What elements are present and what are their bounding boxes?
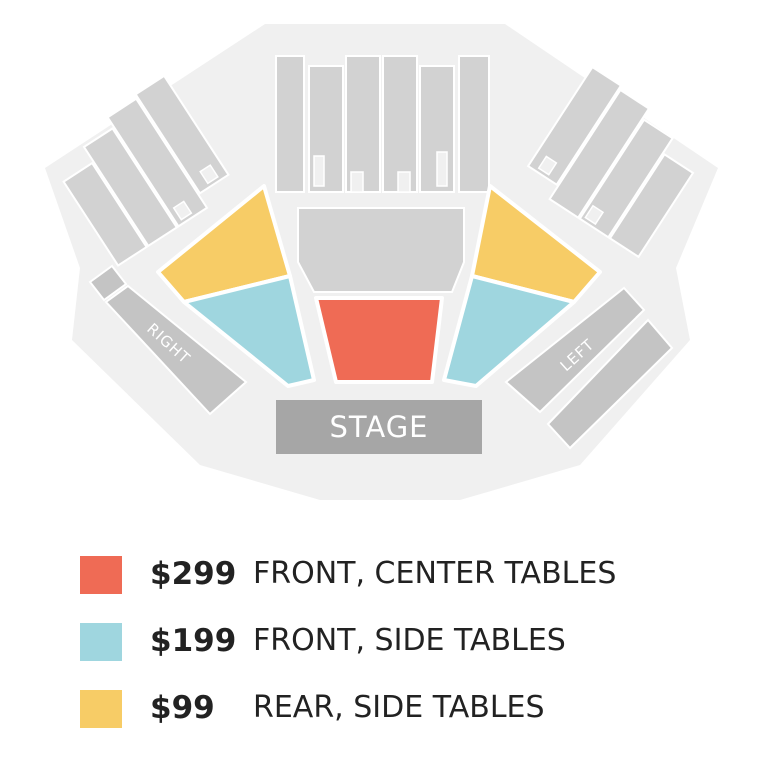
rear-center-column-6 <box>458 55 490 193</box>
price-legend: $299 FRONT, CENTER TABLES $199 FRONT, SI… <box>80 546 760 747</box>
legend-item-rear-side: $99 REAR, SIDE TABLES <box>80 680 760 747</box>
stage-label: STAGE <box>330 410 429 444</box>
upper-right-section-3 <box>578 118 674 239</box>
front-side-zone-right[interactable] <box>442 274 576 388</box>
upper-right-section-2 <box>548 88 651 219</box>
right-side-outer-section <box>88 264 128 302</box>
front-center-zone[interactable] <box>314 296 444 384</box>
legend-item-front-side: $199 FRONT, SIDE TABLES <box>80 613 760 680</box>
left-side-outer-section <box>546 318 674 450</box>
legend-item-front-center: $299 FRONT, CENTER TABLES <box>80 546 760 613</box>
upper-left-section-4 <box>134 74 230 195</box>
left-side-section <box>504 286 646 414</box>
rear-center-notch-2 <box>350 171 364 193</box>
stage: STAGE <box>276 400 482 454</box>
upper-left-notch-1 <box>172 200 193 221</box>
rear-center-notch-4 <box>436 151 448 187</box>
right-side-section <box>104 284 248 416</box>
rear-center-column-1 <box>275 55 305 193</box>
upper-right-section-1 <box>526 65 623 186</box>
upper-left-notch-2 <box>199 164 219 185</box>
upper-right-notch-2 <box>584 204 605 226</box>
legend-price-front-center: $299 <box>150 556 237 592</box>
legend-swatch-front-side <box>80 623 122 661</box>
upper-left-section-1 <box>62 161 148 267</box>
legend-swatch-front-center <box>80 556 122 594</box>
center-riser-section <box>297 207 465 293</box>
left-side-seating: LEFT <box>504 286 674 450</box>
legend-price-front-side: $199 <box>150 623 237 659</box>
rear-center-column-4 <box>382 55 418 193</box>
seating-map: RIGHT LEFT STAGE <box>45 24 718 500</box>
upper-right-seating <box>526 65 695 259</box>
upper-left-seating <box>62 74 230 267</box>
rear-center-notch-3 <box>397 171 411 193</box>
front-side-zone-left[interactable] <box>182 274 316 388</box>
legend-swatch-rear-side <box>80 690 122 728</box>
stage-block <box>276 400 482 454</box>
rear-center-seating <box>275 55 490 193</box>
upper-left-section-2 <box>82 127 179 248</box>
legend-description-rear-side: REAR, SIDE TABLES <box>253 690 545 725</box>
legend-description-front-side: FRONT, SIDE TABLES <box>253 623 566 658</box>
rear-center-column-3 <box>345 55 381 193</box>
upper-right-section-4 <box>608 153 695 259</box>
upper-left-section-3 <box>106 97 209 228</box>
upper-right-notch-1 <box>537 155 558 176</box>
legend-price-rear-side: $99 <box>150 690 215 726</box>
rear-center-notch-1 <box>313 155 325 187</box>
legend-description-front-center: FRONT, CENTER TABLES <box>253 556 617 591</box>
